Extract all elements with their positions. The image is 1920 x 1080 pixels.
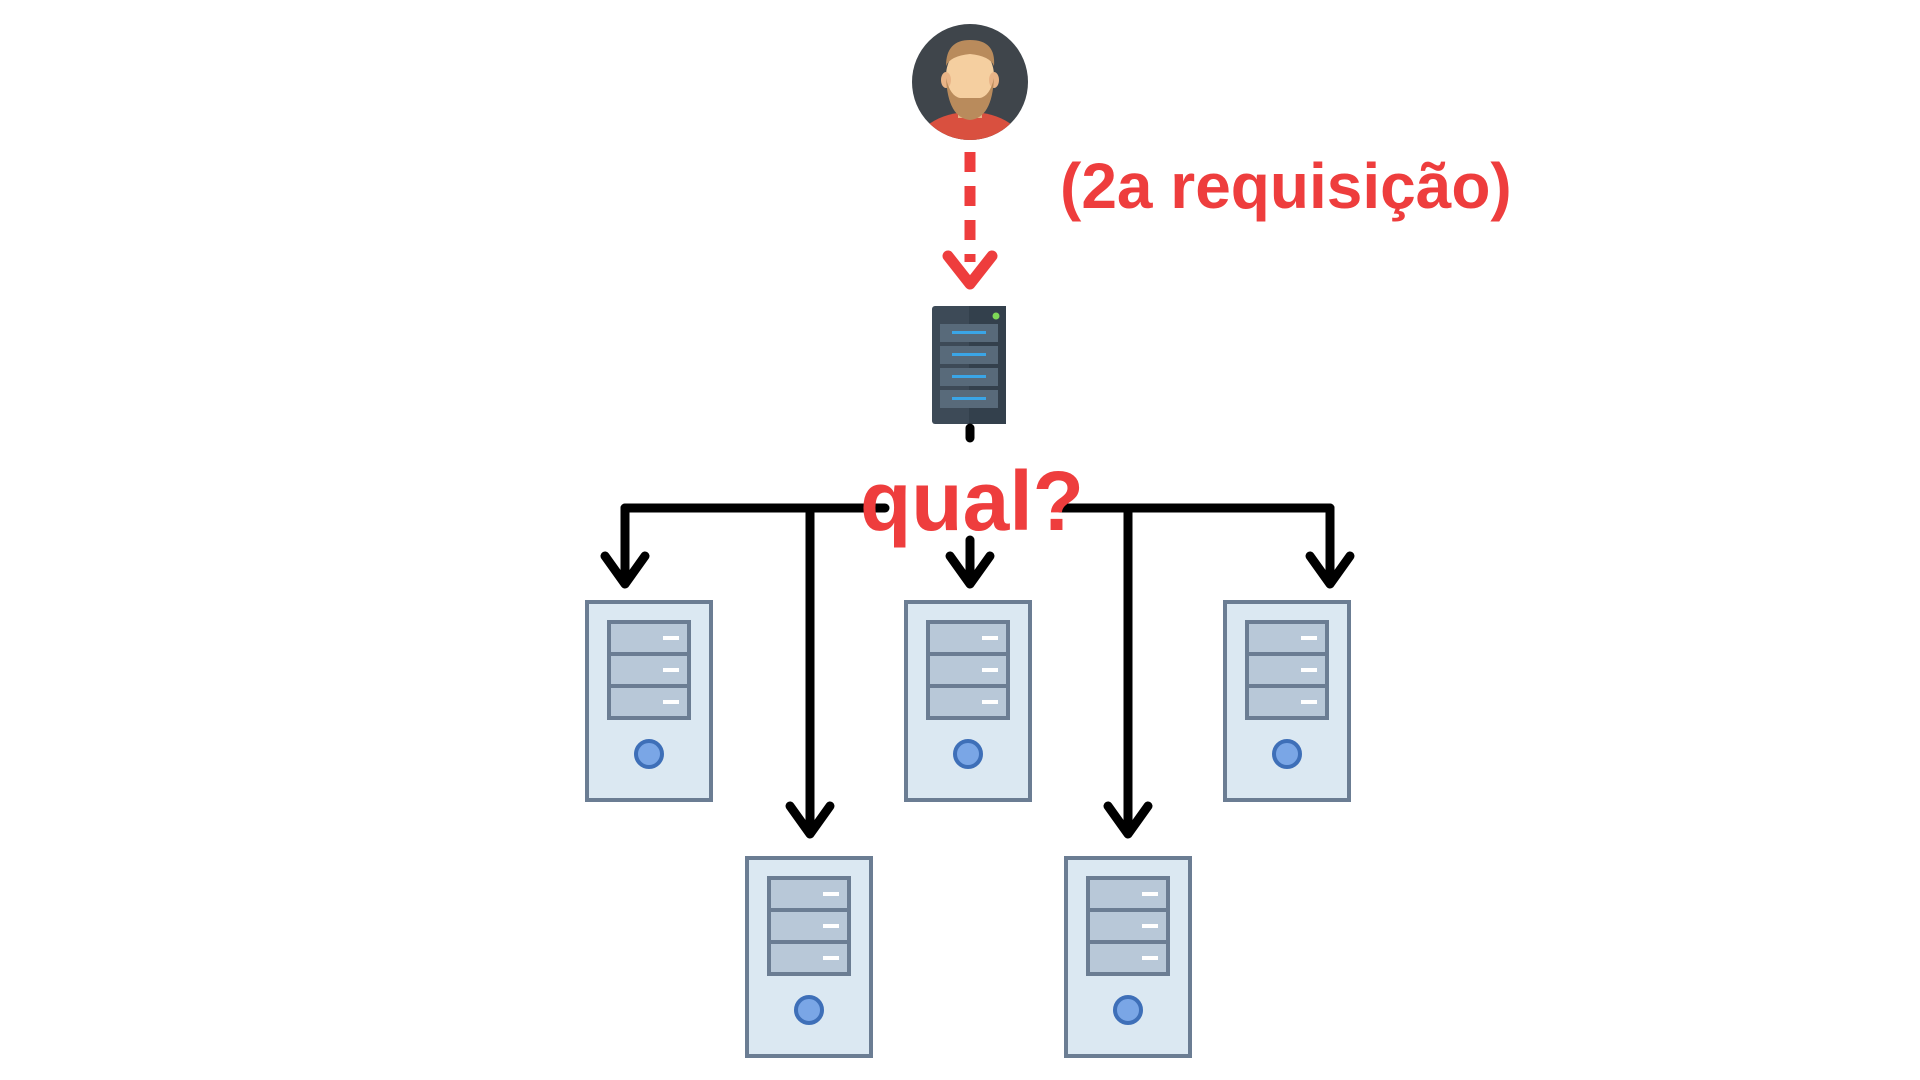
- rack-server-icon: [932, 306, 1006, 424]
- request-arrow: [942, 152, 998, 290]
- user-avatar-icon: [912, 24, 1028, 140]
- server-tower-icon: [745, 856, 873, 1058]
- server-tower-icon: [1223, 600, 1351, 802]
- distribution-connectors: [600, 423, 1355, 839]
- server-tower-icon: [585, 600, 713, 802]
- server-tower-icon: [904, 600, 1032, 802]
- server-tower-icon: [1064, 856, 1192, 1058]
- question-label: qual?: [860, 454, 1084, 548]
- request-label: (2a requisição): [1060, 150, 1512, 222]
